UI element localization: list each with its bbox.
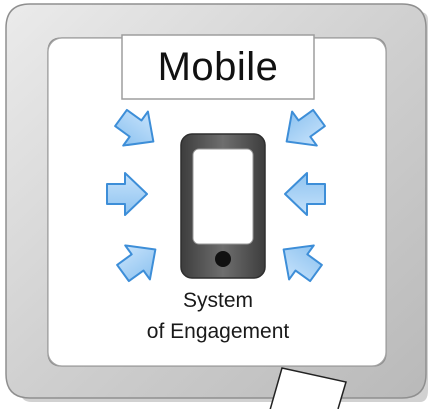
- speech-callout-icon: [269, 367, 347, 409]
- smartphone-icon: [180, 133, 266, 279]
- title-box: [121, 34, 315, 100]
- caption-line-2: of Engagement: [146, 320, 290, 343]
- caption-line-1: System: [182, 289, 253, 312]
- diagram-title: Mobile: [157, 44, 279, 89]
